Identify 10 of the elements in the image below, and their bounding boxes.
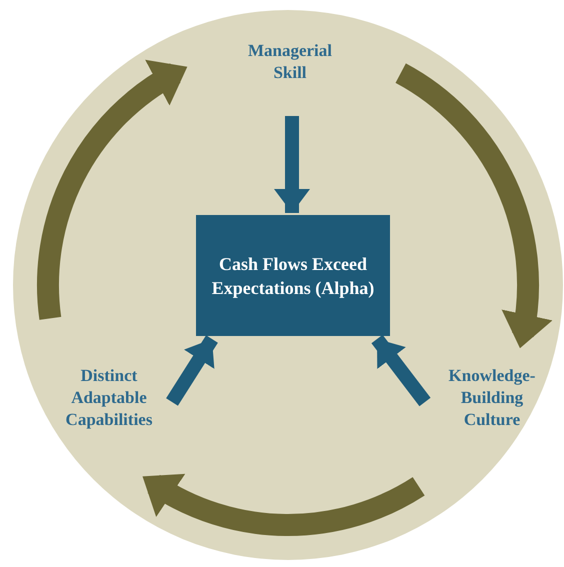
arrow [371, 334, 431, 406]
arrow [142, 472, 424, 536]
arrow [394, 64, 552, 348]
arrow [37, 62, 187, 320]
label-text: Managerial Skill [235, 40, 345, 88]
arrow [166, 335, 218, 406]
outcome-box: Cash Flows Exceed Expectations (Alpha) [196, 215, 390, 336]
arrow [274, 116, 310, 213]
label-text: Distinct Adaptable Capabilities [50, 365, 168, 431]
label-text: Knowledge-Building Culture [432, 365, 552, 431]
